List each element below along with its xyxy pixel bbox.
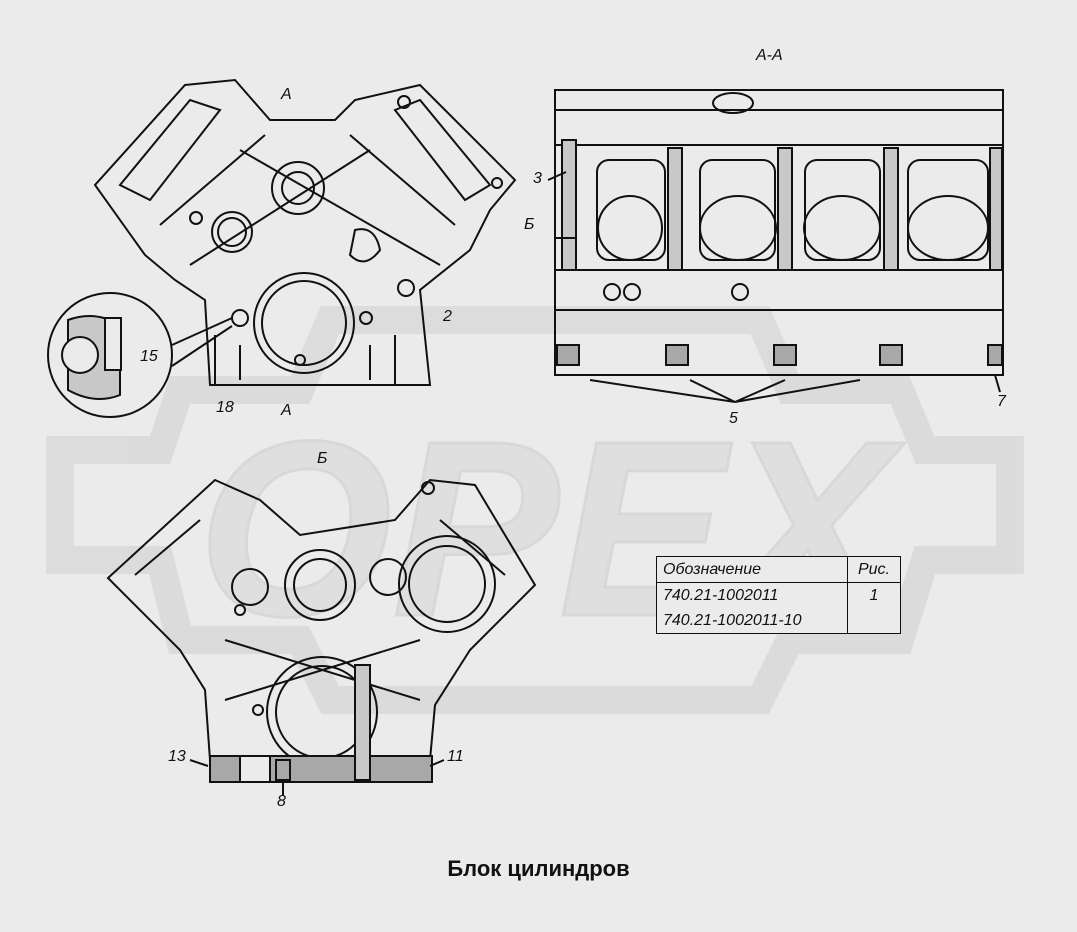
spec-table-header: Обозначение Рис.: [656, 556, 901, 583]
detail-circle-15: [47, 292, 233, 418]
callout-11: 11: [447, 748, 464, 765]
watermark: OPEX: [46, 306, 1024, 714]
table-row: 740.21-1002011-10: [656, 608, 901, 634]
spec-cell-figure: [847, 608, 901, 634]
view-b-drawing: [106, 478, 537, 795]
callout-5: 5: [729, 410, 738, 427]
callout-3: 3: [533, 170, 542, 187]
callout-8: 8: [277, 793, 286, 810]
spec-cell-designation: 740.21-1002011: [656, 582, 848, 608]
view-b-marker: Б: [524, 216, 535, 233]
spec-cell-figure: 1: [847, 582, 901, 608]
callout-15: 15: [140, 348, 158, 365]
section-marker-a-top: А: [281, 86, 292, 103]
spec-cell-designation: 740.21-1002011-10: [656, 608, 848, 634]
table-row: 740.21-1002011 1: [656, 582, 901, 608]
callout-18: 18: [216, 399, 234, 416]
callout-2: 2: [443, 308, 452, 325]
block-front-view: [93, 78, 517, 386]
spec-header-figure: Рис.: [847, 556, 901, 583]
spec-table: Обозначение Рис. 740.21-1002011 1 740.21…: [656, 556, 901, 634]
view-b-title: Б: [317, 450, 328, 467]
callout-13: 13: [168, 748, 186, 765]
section-marker-a-bottom: А: [281, 402, 292, 419]
spec-header-designation: Обозначение: [656, 556, 848, 583]
watermark-text: OPEX: [198, 389, 906, 668]
section-aa-title: А-А: [756, 47, 783, 64]
section-aa-view: [547, 89, 1004, 403]
watermark-gear: [46, 306, 1024, 714]
drawing-caption: Блок цилиндров: [447, 856, 630, 881]
callout-7: 7: [997, 393, 1006, 410]
